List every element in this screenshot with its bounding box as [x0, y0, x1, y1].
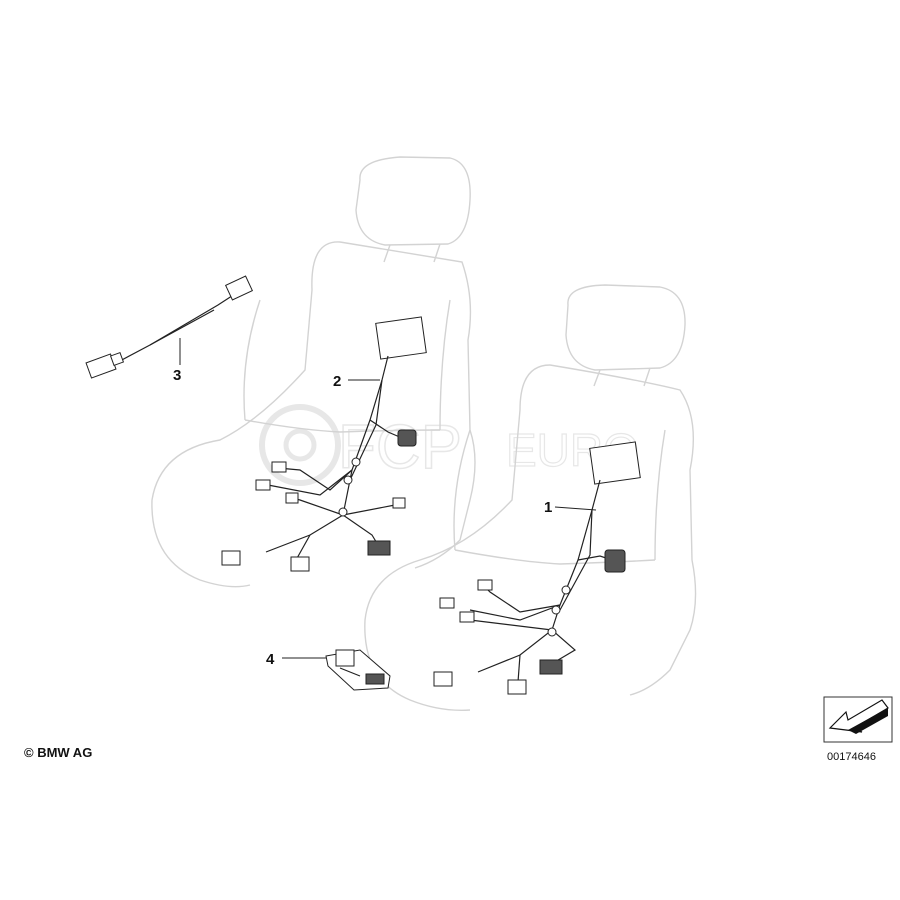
seat-outline-upper [151, 156, 476, 588]
part-1-wiring-harness [433, 441, 641, 695]
copyright-text: © BMW AG [24, 745, 92, 760]
diagram-number: 00174646 [827, 751, 876, 763]
callout-1: 1 [544, 499, 552, 516]
callout-3: 3 [173, 367, 181, 384]
part-4-bracket [325, 649, 391, 691]
arrow-icon [823, 696, 893, 743]
svg-text:FCP: FCP [338, 413, 462, 482]
callout-4: 4 [266, 651, 275, 668]
part-2-wiring-harness [221, 316, 427, 572]
part-3-adapter-cable [85, 275, 254, 379]
seat-outline-lower [364, 284, 697, 711]
leader-lines [179, 338, 597, 659]
callout-2: 2 [333, 373, 341, 390]
watermark-logo: FCP EURO [259, 404, 640, 486]
